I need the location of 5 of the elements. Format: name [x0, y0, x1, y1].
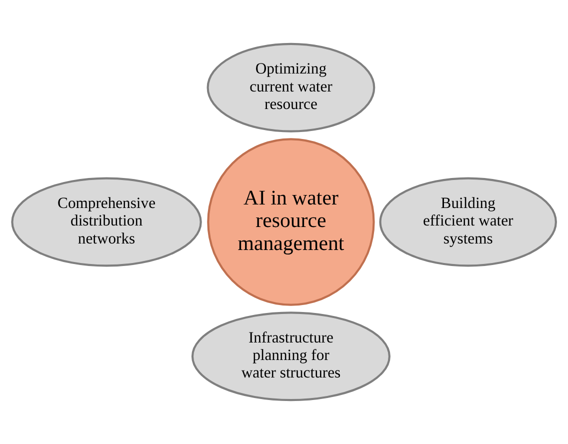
- node-ellipse: Comprehensive distribution networks: [11, 177, 202, 267]
- node-circle: AI in water resource management: [207, 138, 375, 306]
- node-ellipse: Building efficient water systems: [379, 177, 557, 267]
- node-ellipse: Infrastructure planning for water structures: [191, 312, 390, 402]
- node-ellipse: Optimizing current water resource: [206, 42, 376, 132]
